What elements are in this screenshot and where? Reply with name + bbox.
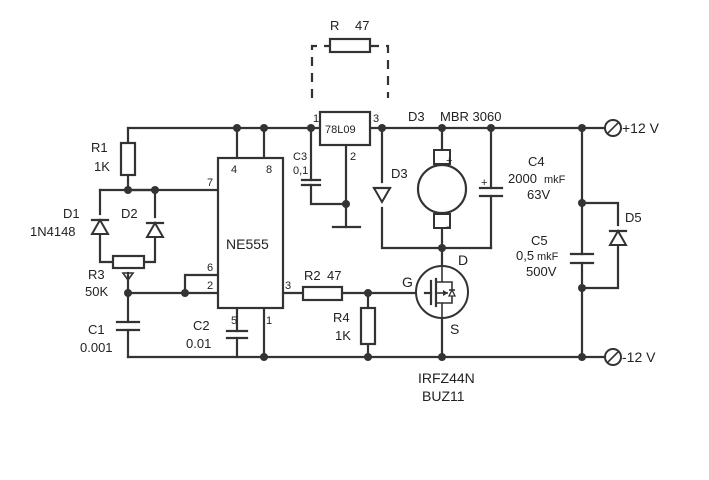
c1-value: 0.001 bbox=[80, 340, 113, 355]
d3-name: D3 bbox=[391, 166, 408, 181]
r4-name: R4 bbox=[333, 310, 350, 325]
ic-pin-8: 8 bbox=[266, 164, 272, 176]
r3-value: 50K bbox=[85, 284, 108, 299]
c1-name: C1 bbox=[88, 322, 105, 337]
capacitor-c1 bbox=[115, 320, 141, 332]
mosfet-part-1: IRFZ44N bbox=[418, 370, 475, 386]
diode-d3 bbox=[372, 186, 392, 205]
c5-voltage: 500V bbox=[526, 264, 557, 279]
c4-value: 2000 bbox=[508, 171, 537, 186]
ic-pin-2: 2 bbox=[207, 280, 213, 292]
reg-pin-in: 1 bbox=[313, 113, 319, 125]
ic-pin-6: 6 bbox=[207, 262, 213, 274]
d5-name: D5 bbox=[625, 210, 642, 225]
resistor-r1 bbox=[119, 141, 137, 177]
junction-dots bbox=[124, 124, 586, 361]
terminal-neg bbox=[604, 348, 622, 366]
terminal-neg-label: -12 V bbox=[622, 349, 656, 365]
c4-voltage: 63V bbox=[527, 187, 550, 202]
potentiometer-wiper bbox=[121, 272, 135, 282]
r2-value: 47 bbox=[327, 268, 341, 283]
r-alt-name: R bbox=[330, 18, 339, 33]
resistor-r2 bbox=[301, 285, 344, 302]
motor bbox=[416, 149, 468, 229]
r3-name: R3 bbox=[88, 267, 105, 282]
capacitor-c3 bbox=[300, 178, 322, 187]
ic-name: NE555 bbox=[226, 236, 269, 252]
motor-plus: + bbox=[446, 155, 452, 167]
diode-d2 bbox=[145, 220, 165, 238]
wires bbox=[98, 126, 620, 359]
terminal-pos-label: +12 V bbox=[622, 120, 660, 136]
c5-unit: mkF bbox=[537, 251, 559, 263]
regulator-78l09-body bbox=[318, 110, 372, 147]
diode-d5 bbox=[608, 228, 628, 246]
c4-name: C4 bbox=[528, 154, 545, 169]
ic-pin-7: 7 bbox=[207, 177, 213, 189]
resistor-r4 bbox=[359, 306, 377, 346]
mosfet bbox=[415, 265, 469, 319]
mosfet-part-2: BUZ11 bbox=[422, 388, 465, 404]
r-alt-value: 47 bbox=[355, 18, 369, 33]
reg-pin-out: 3 bbox=[373, 113, 379, 125]
capacitor-c5 bbox=[569, 252, 595, 265]
c2-name: C2 bbox=[193, 318, 210, 333]
mosfet-gate-label: G bbox=[402, 274, 413, 290]
c5-value: 0,5 bbox=[516, 248, 534, 263]
r2-name: R2 bbox=[304, 268, 321, 283]
ic-pin-1: 1 bbox=[266, 315, 272, 327]
capacitor-c2 bbox=[225, 329, 249, 340]
terminal-pos bbox=[604, 119, 622, 137]
c4-unit: mkF bbox=[544, 174, 566, 186]
mosfet-drain-label: D bbox=[458, 252, 468, 268]
d3-top-value: MBR 3060 bbox=[440, 109, 501, 124]
d1-name: D1 bbox=[63, 206, 80, 221]
resistor-r-alt bbox=[328, 37, 372, 54]
dashed-alt-resistor-path bbox=[310, 44, 390, 98]
r1-value: 1K bbox=[94, 159, 110, 174]
d1-value: 1N4148 bbox=[30, 224, 76, 239]
c2-value: 0.01 bbox=[186, 336, 211, 351]
reg-pin-gnd: 2 bbox=[350, 151, 356, 163]
reg-name: 78L09 bbox=[325, 124, 356, 136]
ic-ne555-body bbox=[216, 156, 285, 310]
r4-value: 1K bbox=[335, 328, 351, 343]
mosfet-source-label: S bbox=[450, 321, 459, 337]
d2-name: D2 bbox=[121, 206, 138, 221]
ic-pin-3: 3 bbox=[285, 280, 291, 292]
ic-pin-5: 5 bbox=[231, 315, 237, 327]
c4-plus: + bbox=[481, 177, 487, 189]
c5-name: C5 bbox=[531, 233, 548, 248]
capacitor-c4 bbox=[478, 186, 504, 198]
d3-top-name: D3 bbox=[408, 109, 425, 124]
ic-pin-4: 4 bbox=[231, 164, 237, 176]
potentiometer-r3 bbox=[111, 254, 146, 270]
motor-minus: - bbox=[446, 221, 450, 233]
c3-value: 0,1 bbox=[293, 165, 308, 177]
diode-d1 bbox=[90, 217, 110, 235]
c3-name: C3 bbox=[293, 151, 307, 163]
r1-name: R1 bbox=[91, 140, 108, 155]
